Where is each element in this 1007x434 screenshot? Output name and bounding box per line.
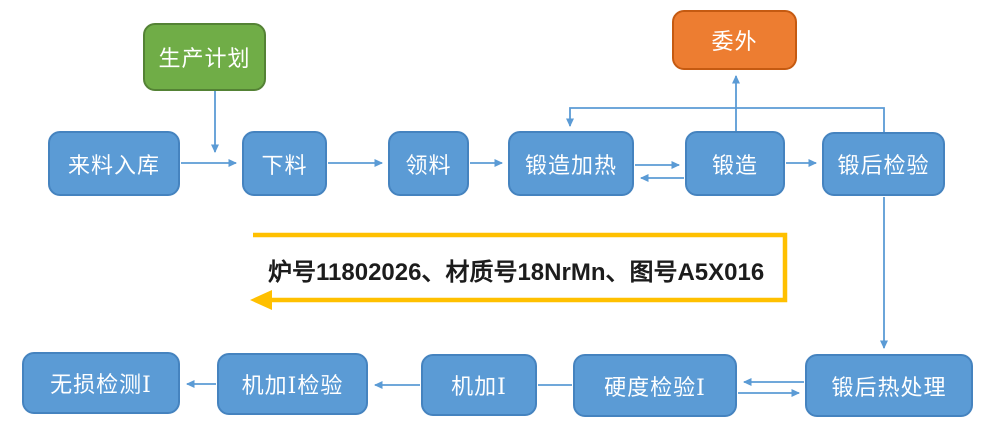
node-forging-heating: 锻造加热 — [508, 131, 634, 196]
node-forging: 锻造 — [685, 131, 785, 196]
edge-inspection-to-heating-elbow — [566, 107, 885, 132]
node-outsourcing-label: 委外 — [711, 29, 758, 54]
node-cutting: 下料 — [242, 131, 327, 196]
node-ndt-1-label: 无损检测Ⅰ — [50, 372, 152, 397]
node-hardness-inspection-1-label: 硬度检验Ⅰ — [604, 374, 706, 400]
node-incoming-storage: 来料入库 — [48, 131, 180, 196]
node-machining-1-label: 机加Ⅰ — [451, 374, 507, 399]
node-cutting-label: 下料 — [261, 152, 308, 178]
node-production-plan: 生产计划 — [143, 23, 266, 91]
node-incoming-storage-label: 来料入库 — [67, 152, 160, 178]
node-outsourcing: 委外 — [672, 10, 797, 70]
node-post-forging-inspection-label: 锻后检验 — [837, 153, 930, 178]
node-machining-1-inspection: 机加Ⅰ检验 — [217, 353, 368, 415]
node-post-forging-heat-treatment: 锻后热处理 — [805, 354, 973, 417]
node-machining-1: 机加Ⅰ — [421, 354, 537, 416]
node-hardness-inspection-1: 硬度检验Ⅰ — [573, 354, 737, 417]
node-ndt-1: 无损检测Ⅰ — [22, 352, 180, 414]
node-forging-heating-label: 锻造加热 — [524, 152, 617, 178]
banner-arrowhead-icon — [250, 290, 272, 310]
node-production-plan-label: 生产计划 — [158, 46, 251, 71]
banner-text: 炉号11802026、材质号18NrMn、图号A5X016 — [268, 259, 765, 286]
node-post-forging-inspection: 锻后检验 — [822, 132, 945, 196]
node-picking: 领料 — [388, 131, 469, 196]
node-post-forging-heat-treatment-label: 锻后热处理 — [831, 374, 947, 400]
node-picking-label: 领料 — [405, 152, 452, 178]
banner-arrow-outline — [253, 232, 788, 303]
node-forging-label: 锻造 — [711, 152, 758, 178]
node-machining-1-inspection-label: 机加Ⅰ检验 — [241, 373, 344, 398]
